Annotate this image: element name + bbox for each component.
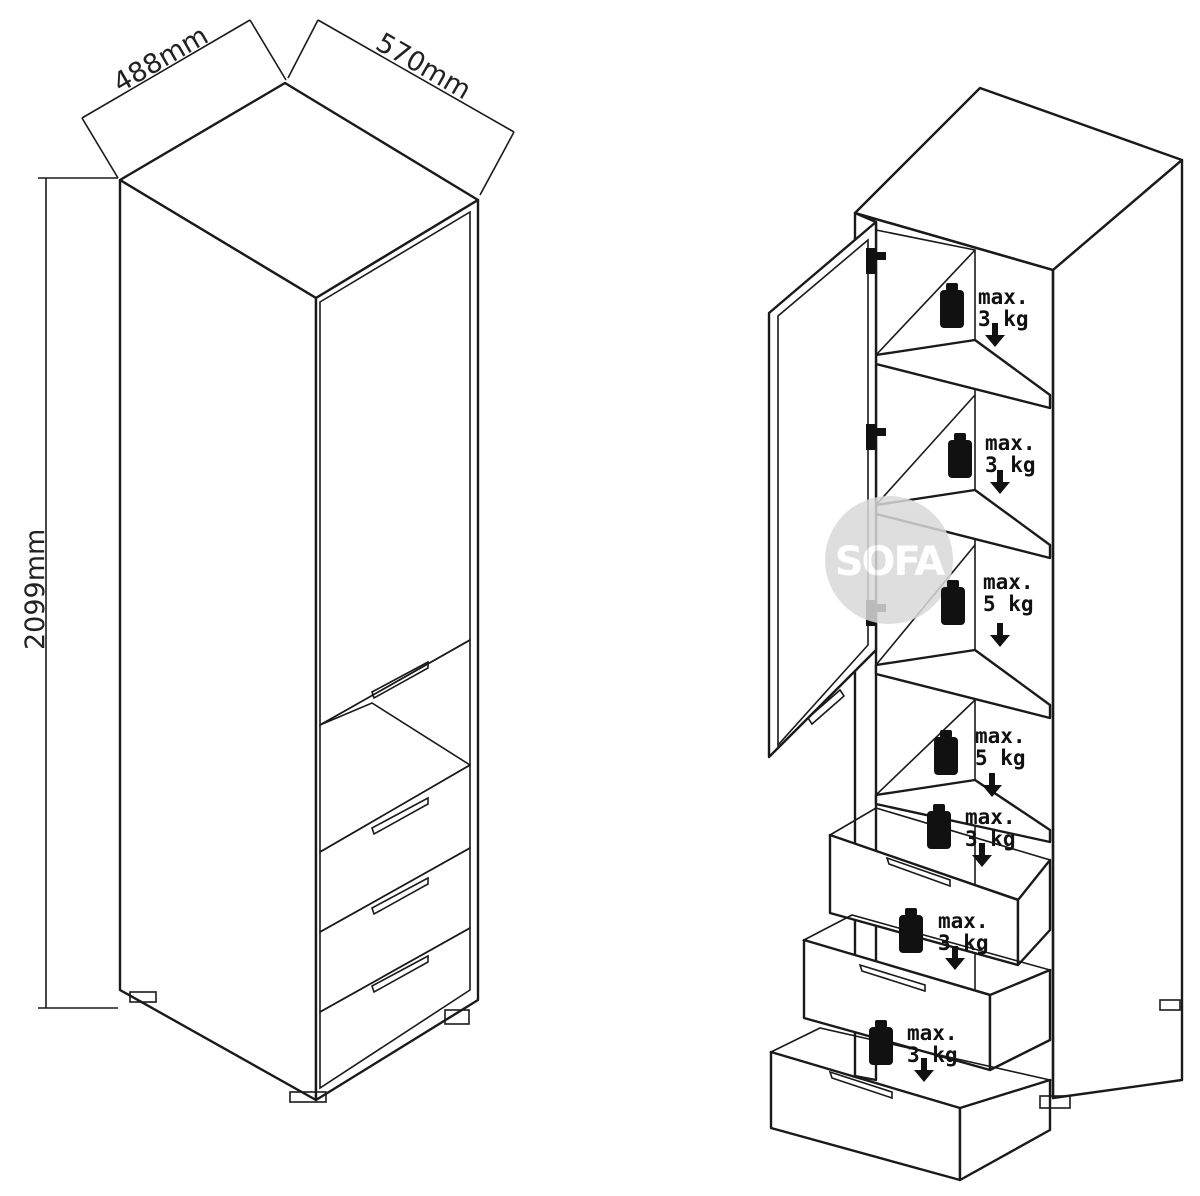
weight-icon <box>934 730 958 775</box>
cabinet-front-face <box>314 198 480 1102</box>
shelf-1 <box>874 338 1052 410</box>
load-label-weight: 3 kg <box>978 307 1029 331</box>
load-label-max: max. <box>938 909 989 933</box>
open-door-handle <box>806 688 846 726</box>
load-label-max: max. <box>983 570 1034 594</box>
weight-icon <box>948 433 972 478</box>
foot <box>129 991 157 1003</box>
down-arrow-icon <box>945 946 965 970</box>
shelf-load-indicator: max.5 kg <box>941 570 1034 647</box>
down-arrow-icon <box>990 470 1010 494</box>
hinge <box>866 248 886 274</box>
drawer-handle <box>828 1070 893 1100</box>
load-label-weight: 3 kg <box>907 1043 958 1067</box>
watermark-text: SOFA <box>835 539 946 585</box>
weight-icon <box>941 580 965 625</box>
drawer-1-handle <box>371 796 429 836</box>
open-drawer-1 <box>828 807 1052 967</box>
load-label-max: max. <box>907 1021 958 1045</box>
drawer-3 <box>319 926 471 1090</box>
weight-icon <box>869 1020 893 1065</box>
load-label-weight: 5 kg <box>975 746 1026 770</box>
weight-icon <box>940 283 964 328</box>
door-handle <box>371 660 429 700</box>
drawer-load-indicator: max.3 kg <box>899 908 989 970</box>
width-label: 570mm <box>371 27 477 106</box>
drawer-2-handle <box>371 876 429 916</box>
height-label: 2099mm <box>20 529 51 650</box>
foot <box>444 1009 470 1025</box>
load-label-max: max. <box>978 285 1029 309</box>
open-drawer-3 <box>768 1027 1053 1182</box>
drawer-handle <box>858 963 926 993</box>
load-label-weight: 5 kg <box>983 592 1034 616</box>
shelf-4 <box>874 778 1052 844</box>
load-label-weight: 3 kg <box>985 453 1036 477</box>
drawer-load-indicator: max.3 kg <box>927 804 1016 867</box>
door-inner-panel <box>777 238 869 748</box>
niche-back-edge <box>319 702 471 766</box>
dimension-height: 2099mm <box>20 177 118 1009</box>
foot <box>1039 1095 1071 1109</box>
open-cabinet-side <box>1051 158 1184 1100</box>
shelf-load-indicator: max.3 kg <box>940 283 1029 347</box>
down-arrow-icon <box>990 623 1010 647</box>
load-label-max: max. <box>985 431 1036 455</box>
load-label-weight: 3 kg <box>938 931 989 955</box>
load-label-max: max. <box>975 724 1026 748</box>
weight-icon <box>927 804 951 849</box>
drawer-handle <box>885 856 951 888</box>
sofa-watermark: SOFA <box>825 496 953 624</box>
shelf-load-indicator: max.5 kg <box>934 724 1026 797</box>
down-arrow-icon <box>985 323 1005 347</box>
down-arrow-icon <box>972 843 992 867</box>
drawer-load-indicator: max.3 kg <box>869 1020 958 1082</box>
load-label-max: max. <box>965 805 1016 829</box>
foot <box>1159 999 1181 1011</box>
shelf-load-indicator: max.3 kg <box>948 431 1036 494</box>
watermark-circle <box>825 496 953 624</box>
hinge <box>866 424 886 450</box>
weight-icon <box>899 908 923 953</box>
closed-cabinet <box>118 81 480 1103</box>
load-label-weight: 3 kg <box>965 827 1016 851</box>
open-door <box>767 220 878 759</box>
foot <box>289 1091 327 1103</box>
open-cabinet <box>767 86 1184 1182</box>
down-arrow-icon <box>982 773 1002 797</box>
depth-label: 488mm <box>108 20 214 99</box>
down-arrow-icon <box>914 1058 934 1082</box>
shelf-3 <box>874 648 1052 720</box>
cabinet-side-face <box>118 178 318 1102</box>
drawer-3-handle <box>371 954 429 994</box>
open-drawer-2 <box>801 914 1053 1072</box>
